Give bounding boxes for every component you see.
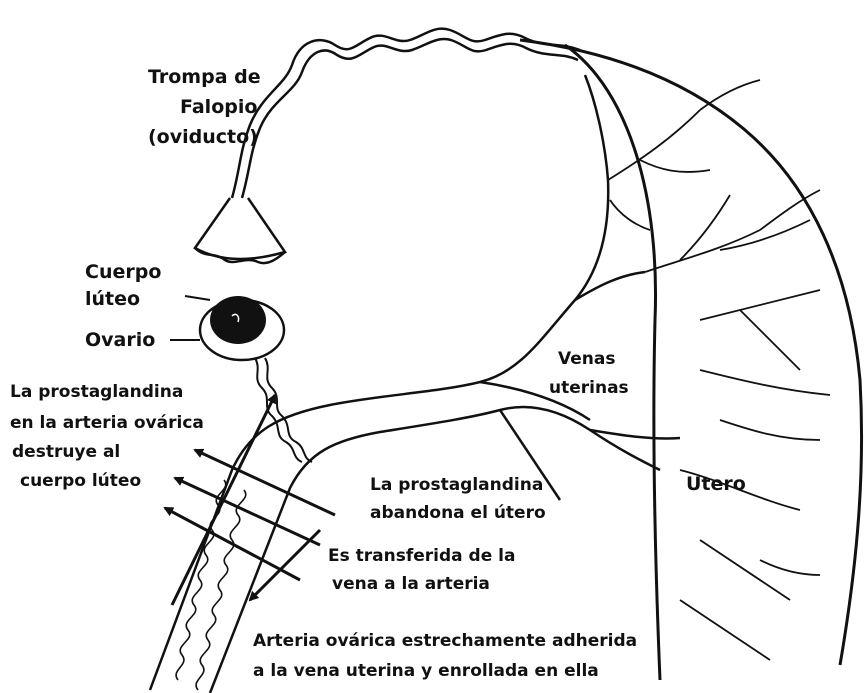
arrow-left-1 (195, 450, 335, 515)
infundibulum (195, 198, 285, 263)
label-arteria-2: a la vena uterina y enrollada en ella (253, 663, 599, 680)
label-ovario: Ovario (85, 331, 155, 350)
label-cuerpo-2: lúteo (85, 290, 140, 309)
label-venas-2: uterinas (549, 380, 629, 397)
ovarian-artery (255, 358, 312, 462)
label-transf-1: Es transferida de la (328, 548, 515, 565)
label-abandona-2: abandona el útero (370, 505, 546, 522)
fallopian-tube (232, 29, 580, 198)
label-trompa-1: Trompa de (148, 68, 261, 87)
label-prosta-3: destruye al (12, 444, 120, 461)
label-prosta-1: La prostaglandina (10, 384, 183, 401)
label-prosta-4: cuerpo lúteo (20, 473, 141, 490)
label-venas-1: Venas (558, 351, 615, 368)
label-transf-2: vena a la arteria (332, 576, 490, 593)
ovary-shape (200, 296, 284, 360)
label-cuerpo-1: Cuerpo (85, 263, 161, 282)
label-utero: Utero (686, 475, 746, 494)
label-trompa-2: Falopio (180, 98, 257, 117)
coiled-artery (176, 480, 246, 690)
label-arteria-1: Arteria ovárica estrechamente adherida (253, 633, 637, 650)
label-abandona-1: La prostaglandina (370, 477, 543, 494)
label-prosta-2: en la arteria ovárica (10, 415, 204, 432)
label-trompa-3: (oviducto) (148, 128, 258, 147)
arrow-left-2 (175, 478, 320, 545)
